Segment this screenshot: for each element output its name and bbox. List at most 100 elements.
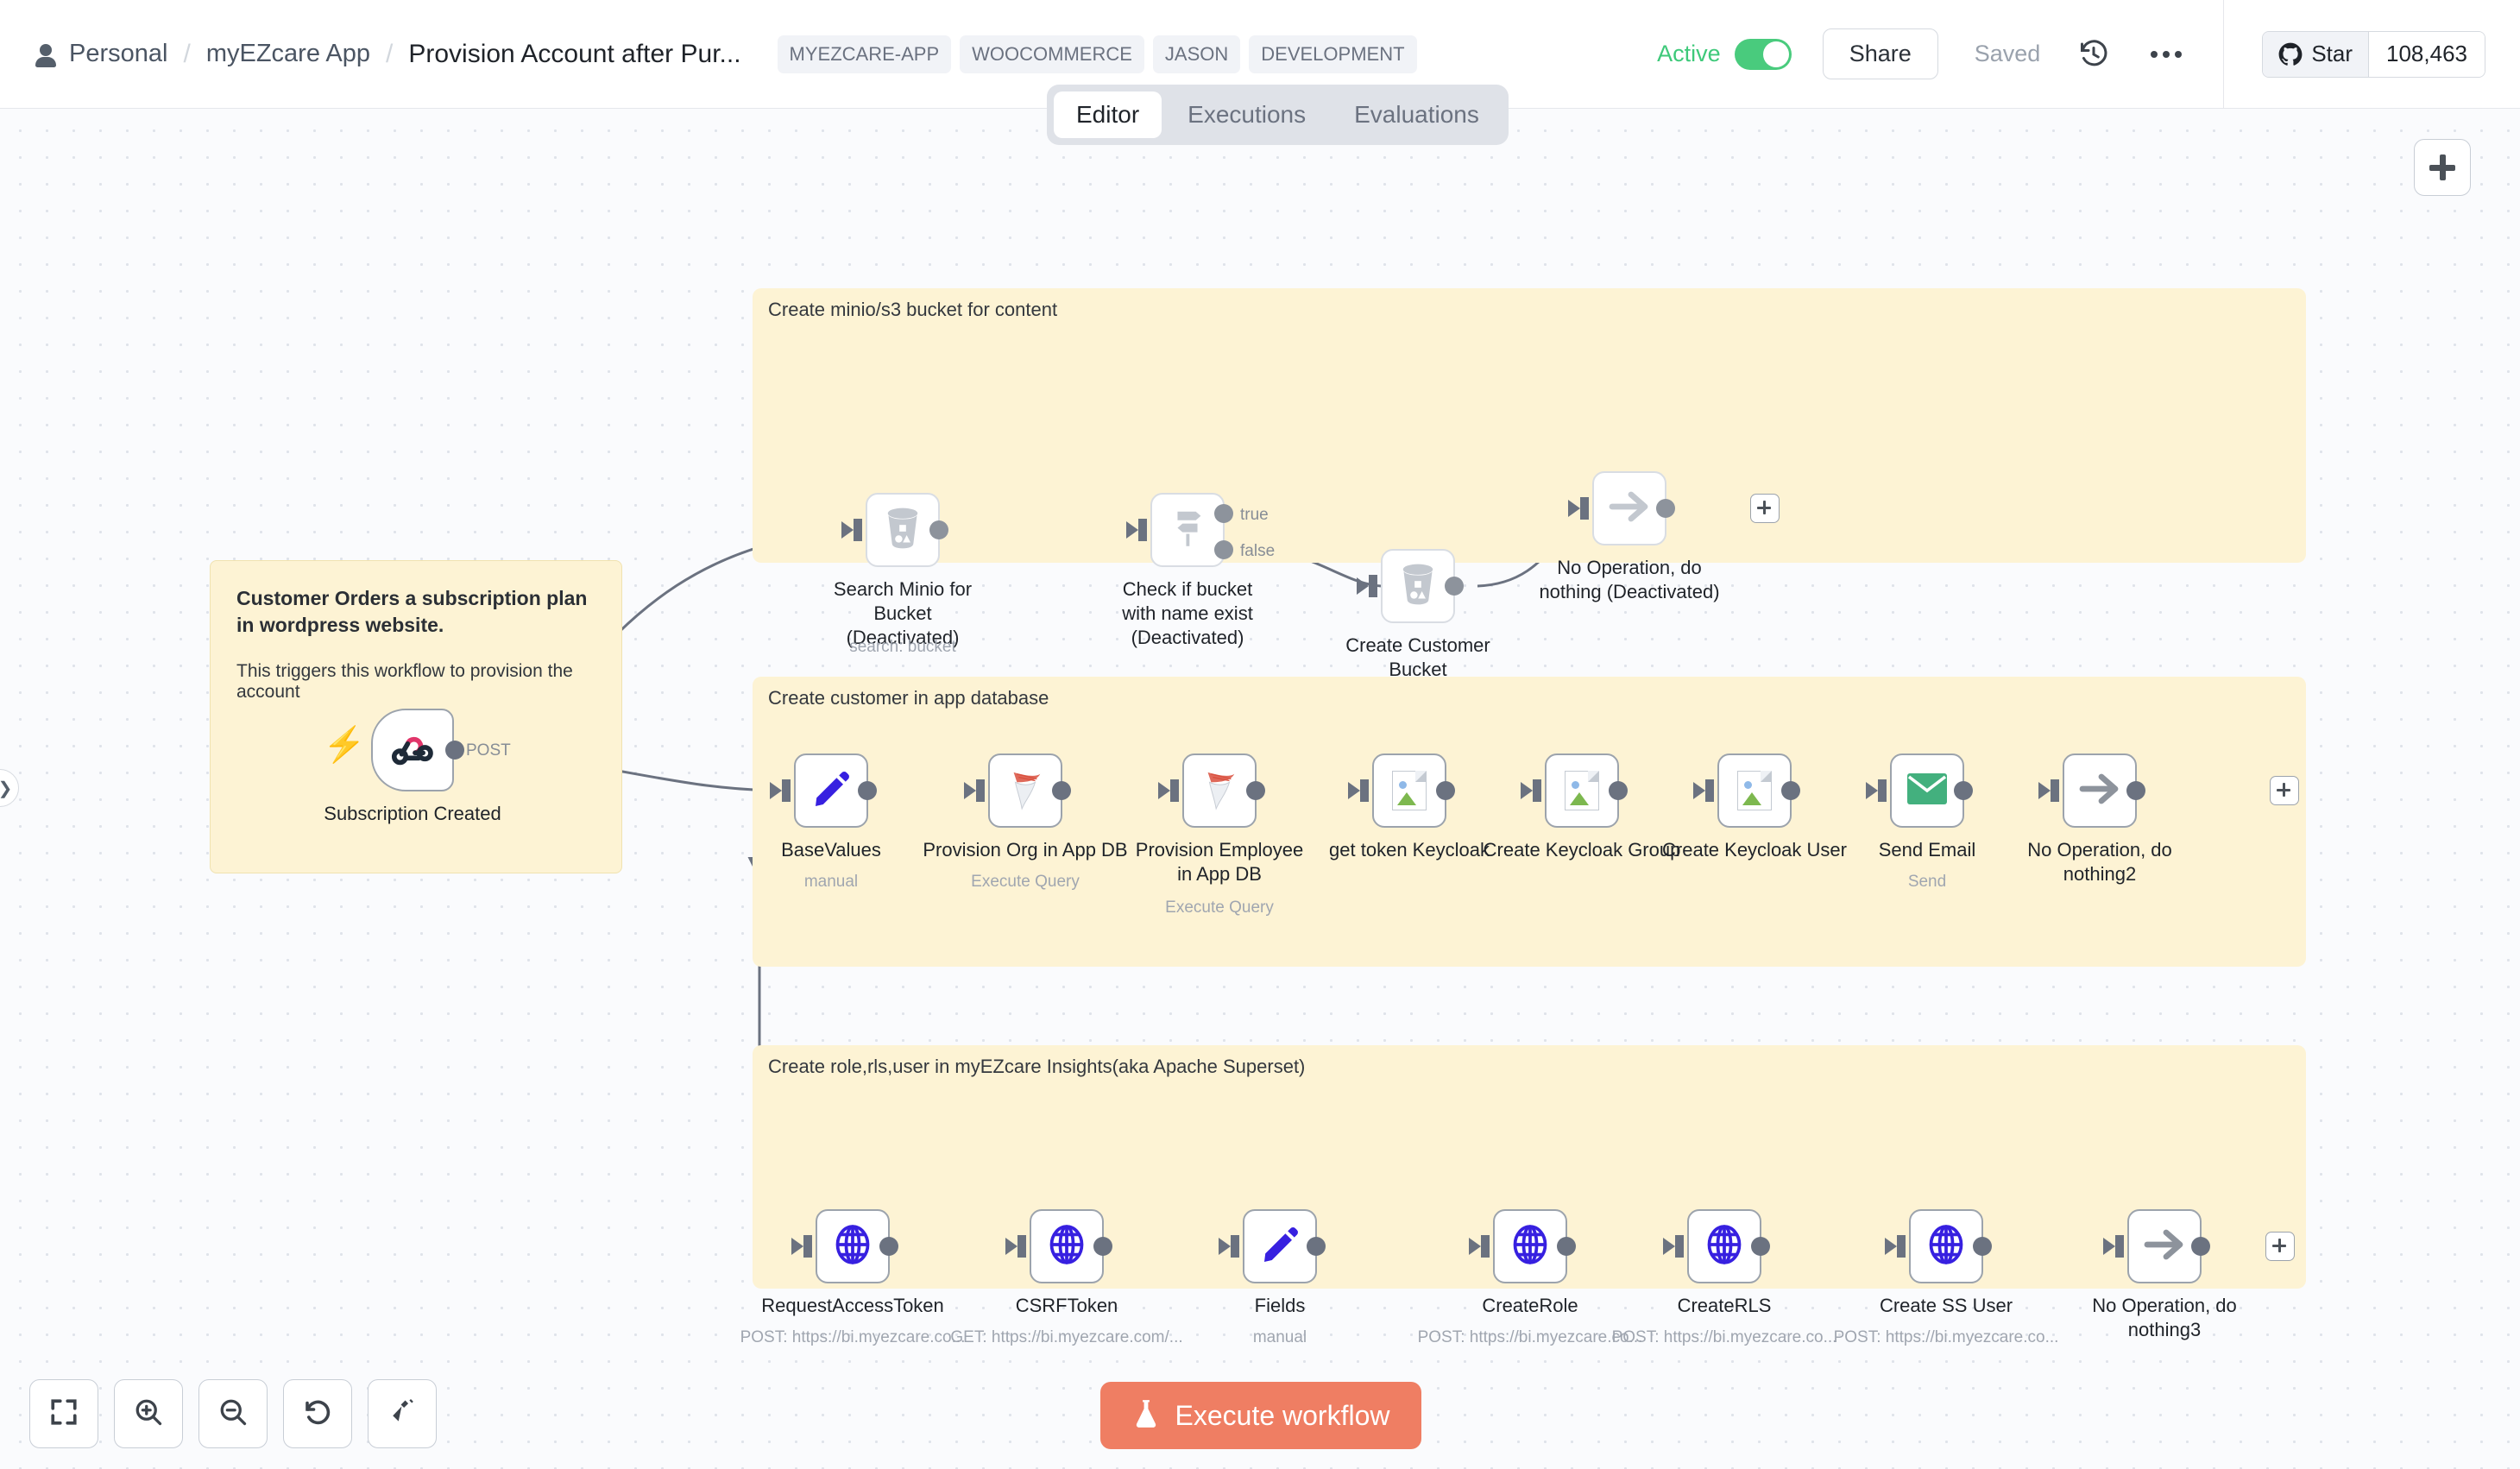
node-no-operation-do-nothing2[interactable]: No Operation, do nothing2 xyxy=(2027,753,2172,885)
input-endpoint[interactable] xyxy=(1158,779,1179,802)
node-provision-employee-in-app-db[interactable]: Provision Employee in App DB Execute Que… xyxy=(1136,753,1303,917)
node-create-keycloak-group[interactable]: Create Keycloak Group xyxy=(1484,753,1680,861)
output-endpoint[interactable] xyxy=(879,1237,898,1256)
node-box[interactable] xyxy=(1348,753,1455,828)
output-endpoint[interactable] xyxy=(1557,1237,1576,1256)
workflow-tags[interactable]: MYEZCARE-APP WOOCOMMERCE JASON DEVELOPME… xyxy=(777,35,1417,73)
node-box[interactable] xyxy=(770,753,877,828)
input-endpoint[interactable] xyxy=(1469,1235,1490,1258)
node-create-customer-bucket[interactable]: Create Customer Bucket (Deactivated) cre… xyxy=(1345,549,1490,712)
node-create-keycloak-user[interactable]: Create Keycloak User xyxy=(1662,753,1847,861)
breadcrumb-owner[interactable]: Personal xyxy=(35,40,167,68)
tag-item[interactable]: MYEZCARE-APP xyxy=(777,35,952,73)
input-endpoint[interactable] xyxy=(841,519,862,541)
input-endpoint[interactable] xyxy=(1693,779,1714,802)
output-endpoint[interactable] xyxy=(1609,781,1628,800)
node-box[interactable] xyxy=(1568,471,1675,545)
node-box[interactable] xyxy=(964,753,1071,828)
output-endpoint[interactable] xyxy=(1751,1237,1770,1256)
node-box[interactable] xyxy=(1663,1209,1770,1283)
node-search-minio-for-bucket[interactable]: Search Minio for Bucket (Deactivated) se… xyxy=(834,493,972,656)
output-endpoint[interactable] xyxy=(858,781,877,800)
output-endpoint[interactable] xyxy=(1436,781,1455,800)
node-get-token-keycloak[interactable]: get token Keycloak xyxy=(1329,753,1490,861)
add-node-button[interactable] xyxy=(2414,139,2471,196)
output-endpoint-true[interactable] xyxy=(1214,504,1233,523)
output-endpoint[interactable] xyxy=(445,741,464,760)
node-box[interactable]: true false xyxy=(1126,493,1277,567)
input-endpoint[interactable] xyxy=(770,779,791,802)
output-endpoint[interactable] xyxy=(2191,1237,2210,1256)
breadcrumb-project[interactable]: myEZcare App xyxy=(205,40,370,67)
input-endpoint[interactable] xyxy=(2038,779,2059,802)
output-endpoint-false[interactable] xyxy=(1214,540,1233,559)
node-fields[interactable]: Fields manual xyxy=(1219,1209,1326,1346)
node-box[interactable] xyxy=(1521,753,1628,828)
node-no-operation-do-nothing3[interactable]: No Operation, do nothing3 xyxy=(2092,1209,2237,1340)
tag-item[interactable]: WOOCOMMERCE xyxy=(960,35,1144,73)
input-endpoint[interactable] xyxy=(791,1235,812,1258)
input-endpoint[interactable] xyxy=(2103,1235,2124,1258)
zoom-toolbar[interactable] xyxy=(29,1379,437,1448)
node-box[interactable] xyxy=(1219,1209,1326,1283)
node-csrftoken[interactable]: CSRFToken GET: https://bi.myezcare.com/.… xyxy=(950,1209,1183,1346)
node-no-operation-deactivated[interactable]: No Operation, do nothing (Deactivated) xyxy=(1539,471,1720,602)
output-endpoint[interactable] xyxy=(1093,1237,1112,1256)
output-endpoint[interactable] xyxy=(1246,781,1265,800)
toggle-switch[interactable] xyxy=(1734,38,1792,70)
github-star-button[interactable]: Star xyxy=(2263,31,2369,77)
input-endpoint[interactable] xyxy=(964,779,985,802)
node-box[interactable] xyxy=(1158,753,1265,828)
input-endpoint[interactable] xyxy=(1357,575,1377,597)
output-endpoint[interactable] xyxy=(1656,499,1675,518)
input-endpoint[interactable] xyxy=(1126,519,1147,541)
add-node-after-noop3[interactable] xyxy=(2265,1232,2295,1261)
output-endpoint[interactable] xyxy=(1307,1237,1326,1256)
input-endpoint[interactable] xyxy=(1219,1235,1239,1258)
node-requestaccesstoken[interactable]: RequestAccessToken POST: https://bi.myez… xyxy=(740,1209,965,1346)
add-node-after-noop1[interactable] xyxy=(1750,494,1780,523)
node-createrole[interactable]: CreateRole POST: https://bi.myezcare.co.… xyxy=(1418,1209,1642,1346)
output-endpoint[interactable] xyxy=(1445,577,1464,596)
node-box[interactable] xyxy=(791,1209,898,1283)
node-create-ss-user[interactable]: Create SS User POST: https://bi.myezcare… xyxy=(1834,1209,2058,1346)
output-endpoint[interactable] xyxy=(1052,781,1071,800)
input-endpoint[interactable] xyxy=(1005,1235,1026,1258)
sidebar-toggle[interactable]: ❯ xyxy=(0,769,19,807)
group-minio[interactable]: Create minio/s3 bucket for content xyxy=(753,288,2306,563)
history-icon[interactable] xyxy=(2078,39,2109,70)
node-box[interactable] xyxy=(1469,1209,1576,1283)
fit-to-screen-button[interactable] xyxy=(29,1379,98,1448)
github-star-widget[interactable]: Star 108,463 xyxy=(2262,30,2485,78)
node-box[interactable] xyxy=(1866,753,1973,828)
input-endpoint[interactable] xyxy=(1866,779,1887,802)
tab-editor[interactable]: Editor xyxy=(1054,91,1162,138)
node-send-email[interactable]: Send Email Send xyxy=(1866,753,1975,891)
output-endpoint[interactable] xyxy=(929,520,948,539)
node-check-if-bucket-exists[interactable]: true false Check if bucket with name exi… xyxy=(1122,493,1277,648)
input-endpoint[interactable] xyxy=(1521,779,1541,802)
node-box[interactable] xyxy=(1693,753,1800,828)
input-endpoint[interactable] xyxy=(1348,779,1369,802)
tag-item[interactable]: DEVELOPMENT xyxy=(1249,35,1417,73)
active-toggle[interactable]: Active xyxy=(1657,38,1792,70)
workflow-tabs[interactable]: Editor Executions Evaluations xyxy=(1047,85,1509,145)
node-box[interactable] xyxy=(2038,753,2145,828)
page-title[interactable]: Provision Account after Pur... xyxy=(408,39,741,68)
output-endpoint[interactable] xyxy=(2126,781,2145,800)
input-endpoint[interactable] xyxy=(1568,497,1589,520)
tab-evaluations[interactable]: Evaluations xyxy=(1354,101,1479,128)
node-box[interactable] xyxy=(841,493,948,567)
input-endpoint[interactable] xyxy=(1663,1235,1684,1258)
node-provision-org-in-app-db[interactable]: Provision Org in App DB Execute Query xyxy=(923,753,1128,891)
workflow-canvas[interactable]: ❯ xyxy=(0,109,2520,1469)
node-box[interactable] xyxy=(1357,549,1464,623)
node-basevalues[interactable]: BaseValues manual xyxy=(770,753,881,891)
zoom-in-button[interactable] xyxy=(114,1379,183,1448)
add-node-after-noop2[interactable] xyxy=(2270,776,2299,805)
tab-executions[interactable]: Executions xyxy=(1188,101,1307,128)
execute-workflow-button[interactable]: Execute workflow xyxy=(1100,1382,1421,1449)
input-endpoint[interactable] xyxy=(1885,1235,1906,1258)
ellipsis-icon[interactable] xyxy=(2151,50,2183,58)
node-box[interactable] xyxy=(371,709,464,791)
